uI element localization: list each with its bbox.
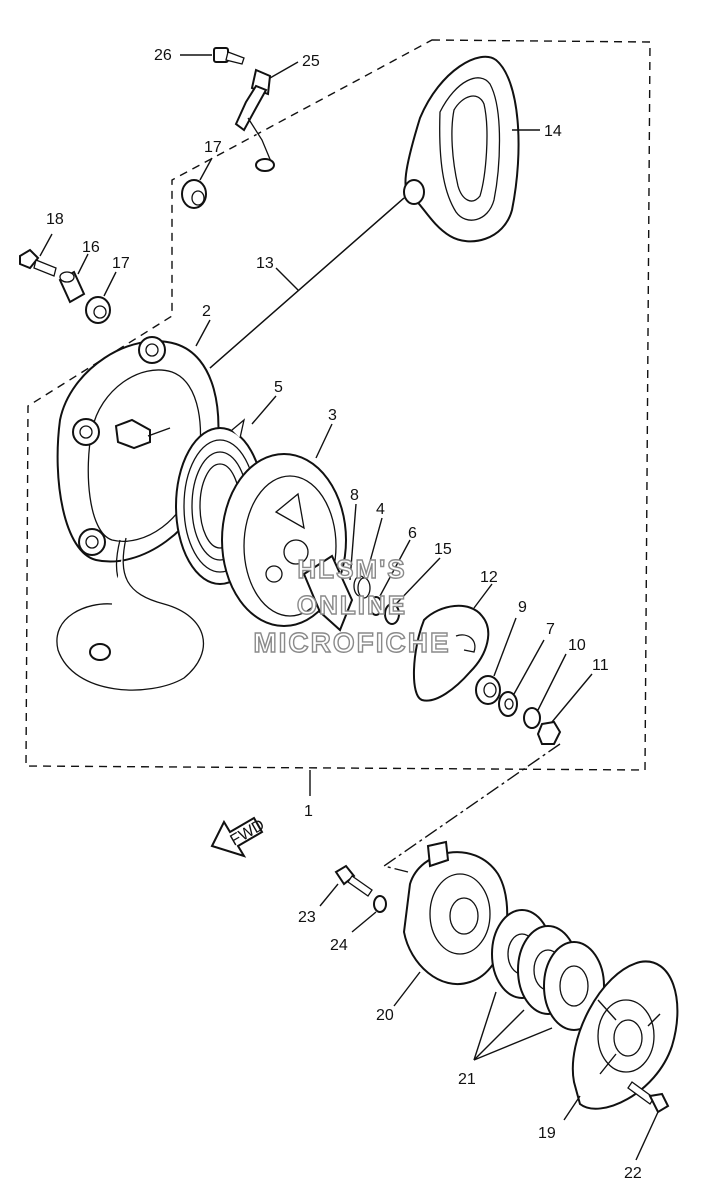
rubber-damper-21 <box>473 909 605 1061</box>
forward-direction-arrow: FWD <box>210 817 268 858</box>
callout-11: 11 <box>592 657 609 674</box>
callout-4: 4 <box>376 501 385 518</box>
washer-7 <box>498 639 545 717</box>
callout-1: 1 <box>304 803 313 820</box>
bracket-25 <box>234 61 299 172</box>
drive-sheave-19 <box>563 960 679 1121</box>
callout-17-left: 17 <box>112 255 130 272</box>
callout-2: 2 <box>202 303 211 320</box>
callout-5: 5 <box>274 379 283 396</box>
washer-6 <box>369 539 411 616</box>
callout-6: 6 <box>408 525 417 542</box>
starter-handle-14 <box>403 55 540 243</box>
bolt-26 <box>180 47 245 65</box>
callout-3: 3 <box>328 407 337 424</box>
callout-14: 14 <box>544 123 562 140</box>
starter-rope-13 <box>209 197 405 369</box>
nut-11 <box>536 673 593 745</box>
drive-plate-12 <box>413 583 493 702</box>
collar-17-left <box>85 271 117 324</box>
callout-labels: 26 25 14 17 18 16 17 13 2 5 3 8 4 6 15 1… <box>46 47 642 1180</box>
bushing-9 <box>475 617 517 705</box>
callout-25: 25 <box>302 53 320 70</box>
callout-15: 15 <box>434 541 452 558</box>
watermark: HLSM'S ONLINE MICROFICHE <box>253 553 450 658</box>
collar-16 <box>58 253 89 304</box>
watermark-line3: MICROFICHE <box>253 627 450 658</box>
callout-17-top: 17 <box>204 139 222 156</box>
watermark-line2: ONLINE <box>297 590 407 620</box>
callout-23: 23 <box>298 909 316 926</box>
callout-16: 16 <box>82 239 100 256</box>
washer-24 <box>351 895 387 933</box>
pawl-spring-4 <box>353 517 383 599</box>
callout-7: 7 <box>546 621 555 638</box>
callout-19: 19 <box>538 1125 556 1142</box>
drive-pawl-8 <box>302 503 357 632</box>
collar-17-top <box>181 157 213 209</box>
callout-18: 18 <box>46 211 64 228</box>
screw-22 <box>627 1081 670 1161</box>
callout-13: 13 <box>256 255 274 272</box>
alignment-centerline <box>382 743 561 873</box>
assembly-boundary <box>25 39 651 771</box>
callout-8: 8 <box>350 487 359 504</box>
callout-22: 22 <box>624 1165 642 1180</box>
clip-15 <box>384 557 441 625</box>
washer-10 <box>523 653 567 729</box>
callout-24: 24 <box>330 937 348 954</box>
callout-12: 12 <box>480 569 498 586</box>
watermark-line1: HLSM'S <box>297 554 406 584</box>
bolt-23 <box>319 864 373 907</box>
callout-10: 10 <box>568 637 586 654</box>
callout-20: 20 <box>376 1007 394 1024</box>
starter-pulley-20 <box>393 840 509 1007</box>
callout-21: 21 <box>458 1071 476 1088</box>
callout-26: 26 <box>154 47 172 64</box>
bolt-18 <box>19 233 57 277</box>
starter-switch-wire <box>56 537 205 691</box>
callout-9: 9 <box>518 599 527 616</box>
